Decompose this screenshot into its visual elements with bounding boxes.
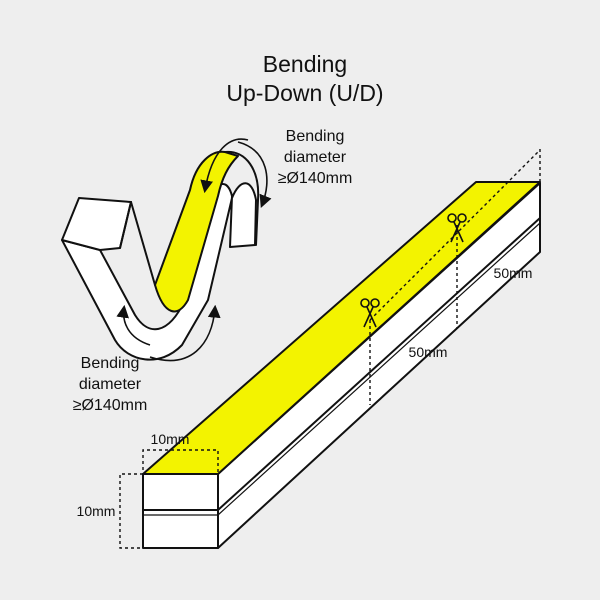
scissors-icon: [360, 298, 380, 328]
bend-note-top-3: ≥Ø140mm: [278, 170, 353, 187]
title-line-1: Bending: [263, 51, 347, 77]
bend-note-top-2: diameter: [284, 149, 347, 166]
bend-note-bottom-2: diameter: [79, 376, 142, 393]
bent-strip: [61, 150, 260, 361]
curved-arrow-icon: [116, 304, 151, 346]
straight-strip: [142, 181, 541, 549]
bend-arrows: [116, 138, 272, 362]
dimension-height-label: 10mm: [77, 503, 116, 519]
dimension-cut-upper-label: 50mm: [494, 265, 533, 281]
scissors-icon: [447, 213, 467, 243]
curved-arrow-icon: [200, 138, 249, 194]
bend-note-bottom-3: ≥Ø140mm: [73, 397, 148, 414]
bend-note-top-1: Bending: [286, 128, 345, 145]
bend-note-bottom-1: Bending: [81, 355, 140, 372]
title-line-2: Up-Down (U/D): [226, 80, 383, 106]
dimension-cut-lower-label: 50mm: [409, 344, 448, 360]
bent-strip-led-face: [154, 150, 239, 313]
dimension-width-label: 10mm: [151, 431, 190, 447]
curved-arrow-icon: [149, 304, 221, 362]
curved-arrow-icon: [237, 141, 272, 208]
